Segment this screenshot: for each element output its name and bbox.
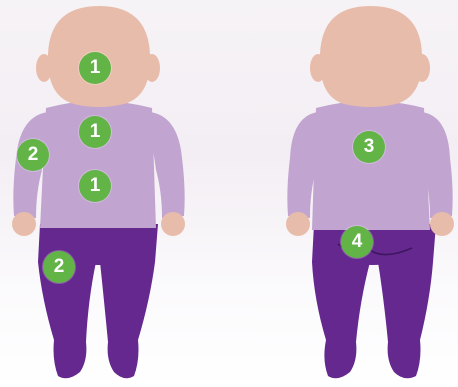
marker-buttocks: 4 xyxy=(341,226,373,258)
marker-back: 3 xyxy=(353,131,385,163)
marker-face: 1 xyxy=(79,52,111,84)
back-right-hand xyxy=(430,212,454,236)
front-left-hand xyxy=(12,212,36,236)
marker-arm: 2 xyxy=(17,139,49,171)
marker-upper-chest: 1 xyxy=(79,116,111,148)
front-right-hand xyxy=(161,212,185,236)
back-baby-figure xyxy=(286,6,454,378)
marker-leg: 2 xyxy=(43,251,75,283)
back-head xyxy=(320,6,422,107)
back-left-hand xyxy=(286,212,310,236)
marker-belly: 1 xyxy=(79,170,111,202)
back-torso xyxy=(312,101,430,230)
